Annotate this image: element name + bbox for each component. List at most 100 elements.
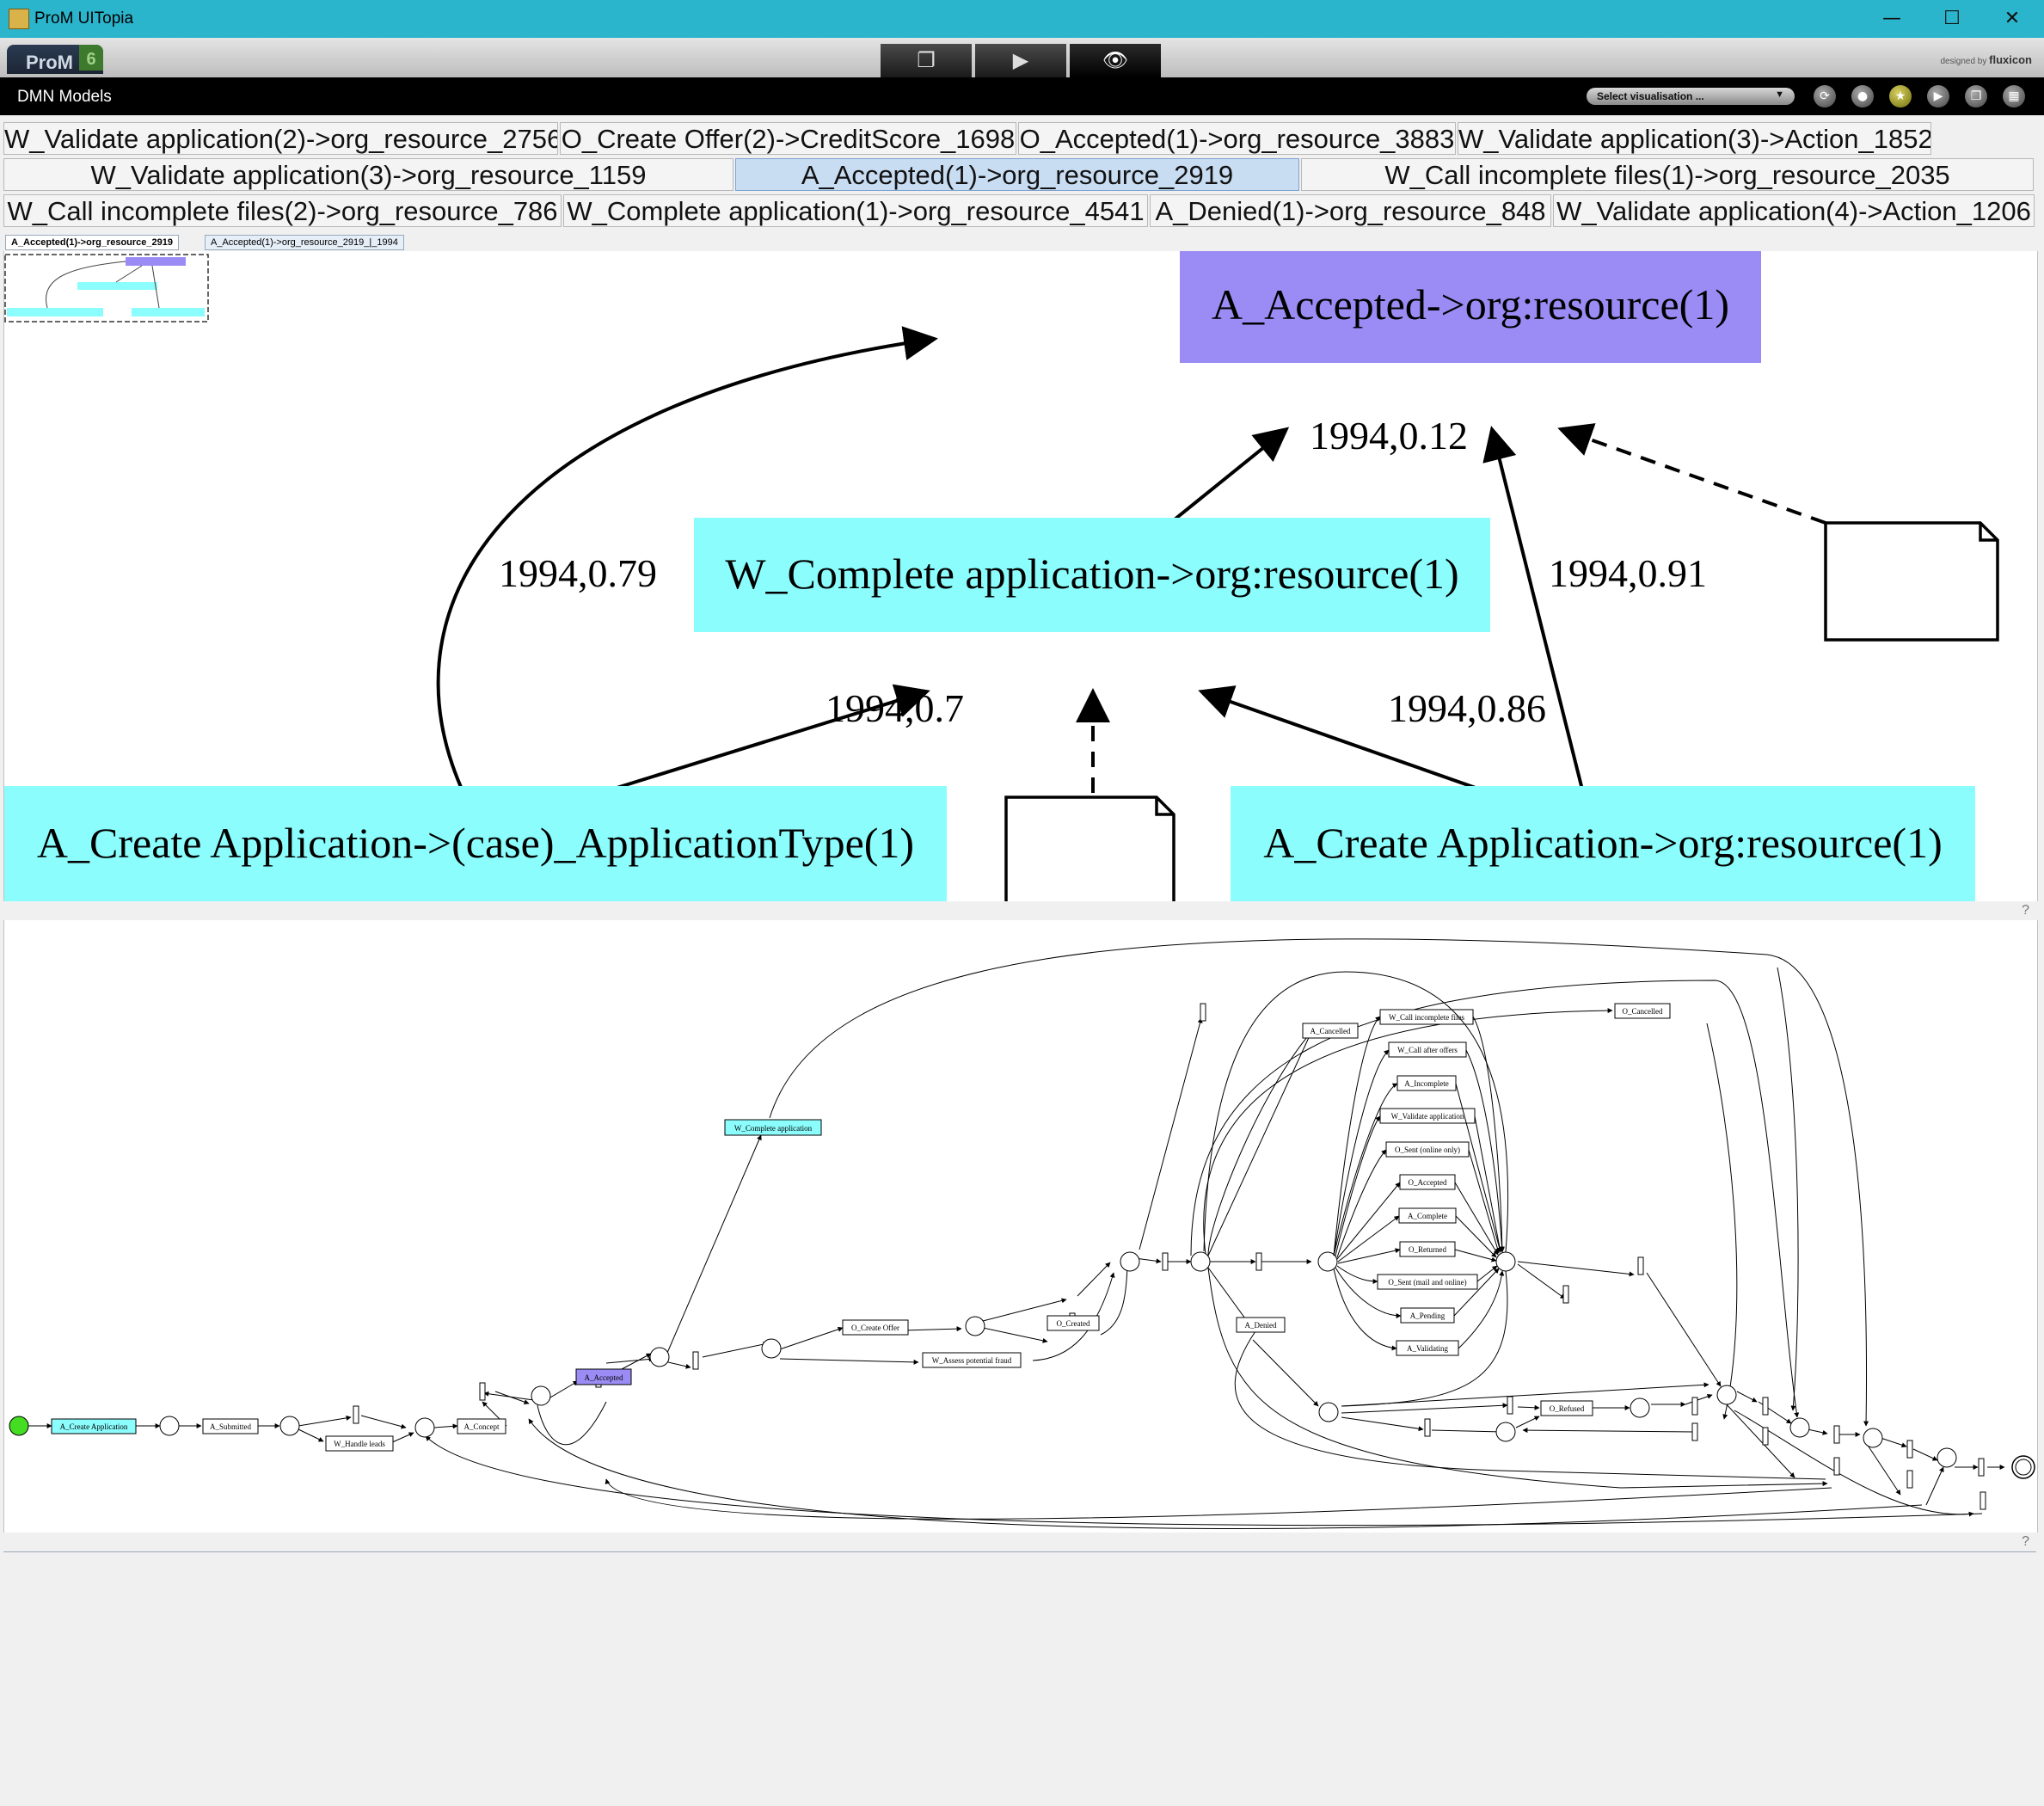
place[interactable] <box>1630 1398 1650 1418</box>
silent-transition[interactable] <box>1507 1396 1513 1415</box>
edge-label: 1994,0.12 <box>1310 414 1468 458</box>
minimize-button[interactable]: — <box>1882 8 1901 29</box>
transition-a-complete[interactable] <box>1398 1207 1457 1224</box>
place[interactable] <box>279 1416 300 1436</box>
model-tab[interactable]: W_Call incomplete files(1)->org_resource… <box>1301 158 2034 191</box>
model-tab[interactable]: W_Complete application(1)->org_resource_… <box>563 194 1148 227</box>
silent-transition[interactable] <box>1200 1003 1206 1022</box>
place[interactable] <box>1937 1447 1957 1468</box>
silent-transition[interactable] <box>1424 1418 1431 1437</box>
transition-o-sent-online-only[interactable] <box>1385 1141 1470 1158</box>
model-tab[interactable]: W_Validate application(3)->org_resource_… <box>3 158 734 191</box>
model-tab[interactable]: W_Validate application(4)->Action_1206 <box>1553 194 2035 227</box>
minimap[interactable] <box>4 254 209 322</box>
place[interactable] <box>1495 1251 1516 1272</box>
grid-icon[interactable]: ▦ <box>2003 85 2025 108</box>
pane-divider[interactable]: ? <box>3 1533 2036 1552</box>
transition-o-created[interactable] <box>1047 1315 1100 1331</box>
place[interactable] <box>1318 1402 1339 1422</box>
view-mode-button[interactable]: 👁 <box>1070 44 1161 77</box>
silent-transition[interactable] <box>479 1382 486 1401</box>
pane-divider[interactable]: ? <box>3 901 2036 920</box>
dmn-graph-pane[interactable]: A_Accepted->org:resource(1) W_Complete a… <box>3 251 2038 901</box>
transition-a-denied[interactable] <box>1236 1317 1286 1333</box>
petri-net: A_Create Application A_Submitted W_Handl… <box>9 938 2035 1529</box>
copy-icon[interactable]: ❐ <box>1965 85 1987 108</box>
silent-transition[interactable] <box>1762 1397 1769 1416</box>
silent-transition[interactable] <box>1255 1252 1262 1271</box>
silent-transition[interactable] <box>1637 1256 1644 1275</box>
transition-w-call-after-offers[interactable] <box>1388 1041 1467 1058</box>
place[interactable] <box>1863 1428 1883 1448</box>
transition-a-submitted[interactable] <box>202 1418 259 1434</box>
silent-transition[interactable] <box>1906 1470 1913 1489</box>
silent-transition[interactable] <box>1833 1425 1840 1444</box>
silent-transition[interactable] <box>1562 1285 1569 1304</box>
model-tab[interactable]: A_Denied(1)->org_resource_848 <box>1150 194 1551 227</box>
transition-a-cancelled[interactable] <box>1302 1023 1359 1039</box>
silent-transition[interactable] <box>1691 1397 1698 1416</box>
actions-mode-button[interactable]: ▶ <box>975 44 1066 77</box>
transition-a-accepted[interactable] <box>575 1368 632 1385</box>
place[interactable] <box>159 1416 180 1436</box>
model-tab[interactable]: O_Create Offer(2)->CreditScore_1698 <box>560 122 1016 155</box>
silent-transition[interactable] <box>1762 1427 1769 1446</box>
designer-name: fluxicon <box>1989 53 2032 66</box>
help-icon[interactable]: ? <box>2022 903 2029 918</box>
silent-transition[interactable] <box>1906 1440 1913 1459</box>
model-tab-selected[interactable]: A_Accepted(1)->org_resource_2919 <box>735 158 1299 191</box>
input-left-node[interactable] <box>4 786 947 901</box>
place[interactable] <box>965 1316 985 1336</box>
transition-w-assess-potential-fraud[interactable] <box>922 1352 1022 1368</box>
model-tab[interactable]: O_Accepted(1)->org_resource_3883 <box>1018 122 1456 155</box>
place[interactable] <box>1789 1417 1810 1438</box>
transition-a-incomplete[interactable] <box>1396 1075 1457 1091</box>
model-tab[interactable]: W_Validate application(3)->Action_1852 <box>1458 122 1931 155</box>
visualisation-select[interactable]: Select visualisation ... ▼ <box>1587 88 1795 105</box>
transition-o-accepted[interactable] <box>1399 1174 1456 1190</box>
star-icon[interactable]: ★ <box>1889 85 1912 108</box>
sub-tab[interactable]: A_Accepted(1)->org_resource_2919_|_1994 <box>205 235 404 250</box>
place[interactable] <box>1190 1251 1211 1272</box>
place[interactable] <box>1495 1422 1516 1442</box>
silent-transition[interactable] <box>1978 1458 1985 1477</box>
start-place[interactable] <box>9 1416 29 1436</box>
transition-o-create-offer[interactable] <box>842 1319 909 1336</box>
transition-w-handle-leads[interactable] <box>325 1435 394 1452</box>
transition-o-refused[interactable] <box>1540 1400 1593 1416</box>
silent-transition[interactable] <box>1691 1422 1698 1441</box>
silent-transition[interactable] <box>1980 1491 1986 1510</box>
silent-transition[interactable] <box>1833 1457 1840 1476</box>
place[interactable] <box>531 1385 551 1406</box>
help-icon[interactable]: ? <box>2022 1534 2029 1549</box>
close-button[interactable]: ✕ <box>2004 8 2021 29</box>
place[interactable] <box>1317 1251 1338 1272</box>
model-tab[interactable]: W_Validate application(2)->org_resource_… <box>3 122 558 155</box>
place[interactable] <box>761 1338 782 1359</box>
process-model-pane[interactable]: A_Create Application A_Submitted W_Handl… <box>3 920 2038 1533</box>
place[interactable] <box>414 1417 435 1438</box>
place[interactable] <box>1120 1251 1140 1272</box>
decision-mid-node[interactable] <box>694 518 1490 632</box>
place[interactable] <box>1716 1385 1737 1405</box>
drop-icon[interactable]: ● <box>1851 85 1874 108</box>
silent-transition[interactable] <box>692 1351 699 1370</box>
silent-transition[interactable] <box>1162 1252 1169 1271</box>
input-right-node[interactable] <box>1231 786 1975 901</box>
sub-tab[interactable]: A_Accepted(1)->org_resource_2919 <box>5 235 180 250</box>
knowledge-source-top[interactable] <box>1824 521 1999 642</box>
refresh-icon[interactable]: ⟳ <box>1814 85 1836 108</box>
maximize-button[interactable]: ☐ <box>1943 8 1961 29</box>
place[interactable] <box>649 1347 670 1367</box>
play-icon[interactable]: ▶ <box>1927 85 1949 108</box>
silent-transition[interactable] <box>353 1405 359 1424</box>
transition-a-create-application[interactable] <box>51 1418 137 1434</box>
transition-o-cancelled[interactable] <box>1614 1003 1671 1019</box>
workspace-mode-button[interactable]: ❐ <box>881 44 972 77</box>
decision-top-node[interactable] <box>1180 251 1761 363</box>
knowledge-source-mid[interactable] <box>1004 796 1175 901</box>
transition-w-complete-application[interactable] <box>724 1119 822 1136</box>
model-tab[interactable]: W_Call incomplete files(2)->org_resource… <box>3 194 562 227</box>
transition-w-validate-application[interactable] <box>1379 1108 1476 1124</box>
transition-a-concept[interactable] <box>457 1418 506 1434</box>
